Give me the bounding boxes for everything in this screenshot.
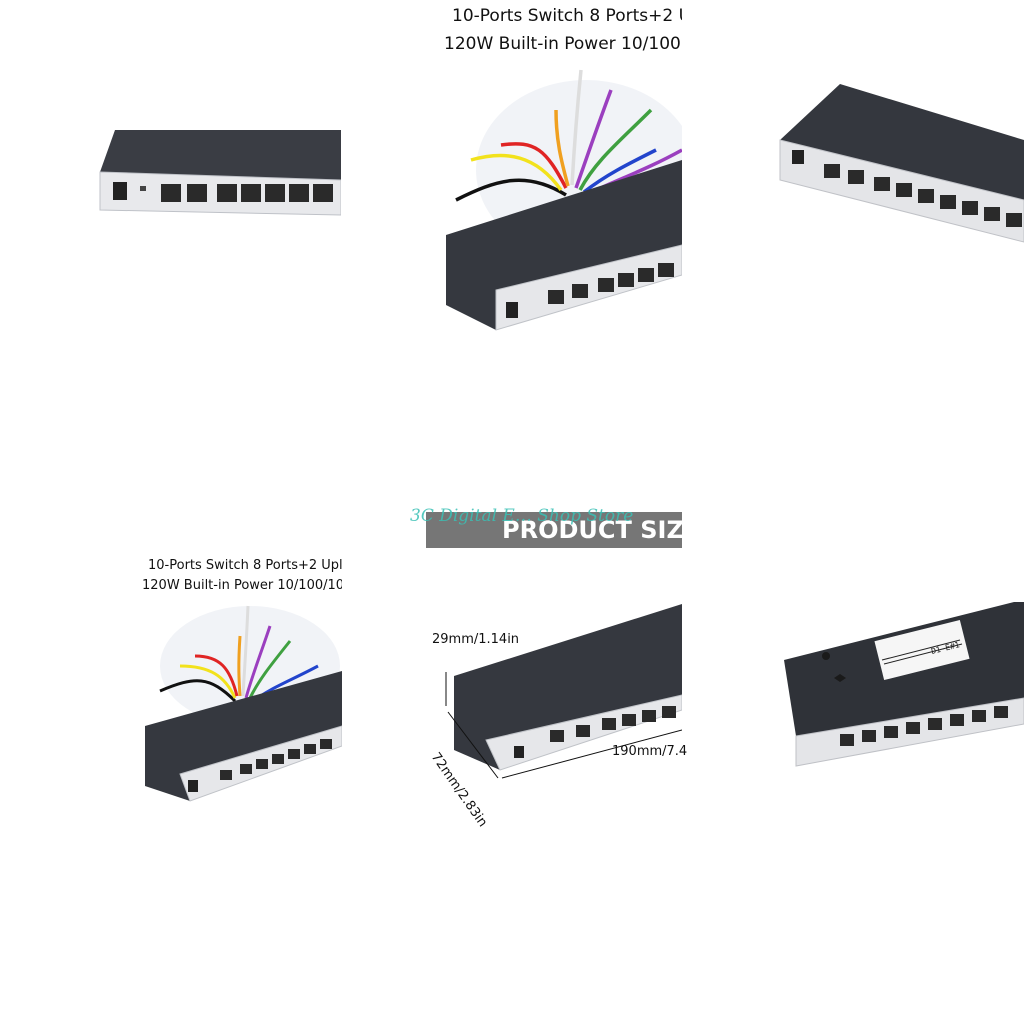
product-title-line2: 120W Built-in Power 10/100: [444, 34, 681, 54]
product-title-line2: 120W Built-in Power 10/100/10: [142, 578, 342, 593]
product-size-diagram: [426, 600, 682, 800]
height-dimension-label: 29mm/1.14in: [432, 632, 520, 647]
store-watermark: 3C Digital E… Shop Store: [410, 506, 634, 526]
product-size-banner-text: PRODUCT SIZE: [502, 516, 701, 544]
product-photo-with-cables-small: 10-Ports Switch 8 Ports+2 Upli 120W Buil…: [140, 556, 342, 812]
product-title-line1: 10-Ports Switch 8 Ports+2 U: [452, 6, 682, 26]
product-title-line1: 10-Ports Switch 8 Ports+2 Upli: [148, 558, 342, 573]
product-photo-with-cables: 10-Ports Switch 8 Ports+2 U 120W Built-i…: [426, 0, 682, 340]
product-photo-angled-right: [778, 80, 1024, 250]
product-photo-front-left: [95, 120, 341, 220]
product-size-banner: PRODUCT SIZE: [426, 512, 700, 548]
width-dimension-label: 190mm/7.4: [612, 744, 688, 759]
product-photo-underside: D1-E#1: [782, 598, 1024, 770]
